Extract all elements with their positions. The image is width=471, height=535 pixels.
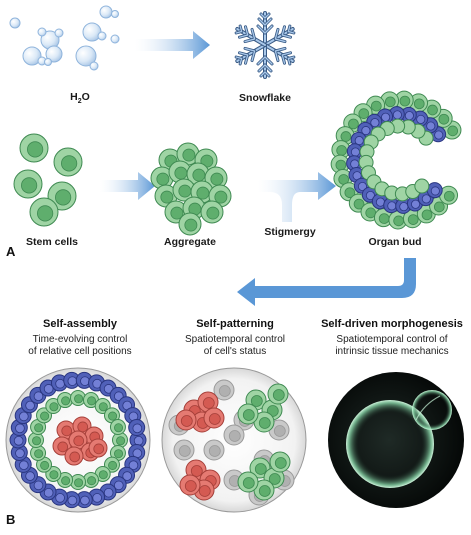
self-assembly-title: Self-assembly (43, 318, 117, 330)
morphogenesis-title: Self-driven morphogenesis (321, 318, 463, 330)
arrow-to-snowflake (135, 31, 210, 59)
self-assembly-disk (5, 367, 151, 513)
morphogenesis-disk (328, 372, 464, 508)
h2o-label: H2O (70, 91, 90, 106)
self-patterning-disk (161, 367, 307, 513)
morphogenesis-line1: Spatiotemporal control of (336, 334, 448, 345)
self-patterning-title: Self-patterning (196, 318, 274, 330)
stigmergy-label: Stigmergy (264, 226, 316, 238)
morphogenesis-line2: intrinsic tissue mechanics (335, 346, 449, 357)
snowflake-label: Snowflake (239, 92, 291, 104)
self-patterning-line2: of cell's status (203, 346, 267, 357)
aggregate-label: Aggregate (164, 236, 216, 248)
snowflake-icon (234, 11, 296, 79)
stem-cells-label: Stem cells (26, 236, 78, 248)
water-molecules-icon (9, 5, 120, 71)
aggregate-icon (150, 142, 232, 236)
self-assembly-line1: Time-evolving control (32, 334, 128, 345)
organ-bud-label: Organ bud (368, 236, 422, 248)
organ-bud-icon (330, 90, 462, 230)
self-assembly-line2: of relative cell positions (28, 346, 132, 357)
stem-cells-icon (13, 133, 83, 227)
panel-a-letter: A (6, 244, 16, 259)
panel-b-letter: B (6, 512, 16, 527)
self-patterning-line1: Spatiotemporal control (184, 334, 286, 345)
arrow-to-panel-b (237, 258, 416, 306)
stigmergy-arrow (258, 172, 336, 222)
arrow-to-aggregate (100, 172, 155, 200)
